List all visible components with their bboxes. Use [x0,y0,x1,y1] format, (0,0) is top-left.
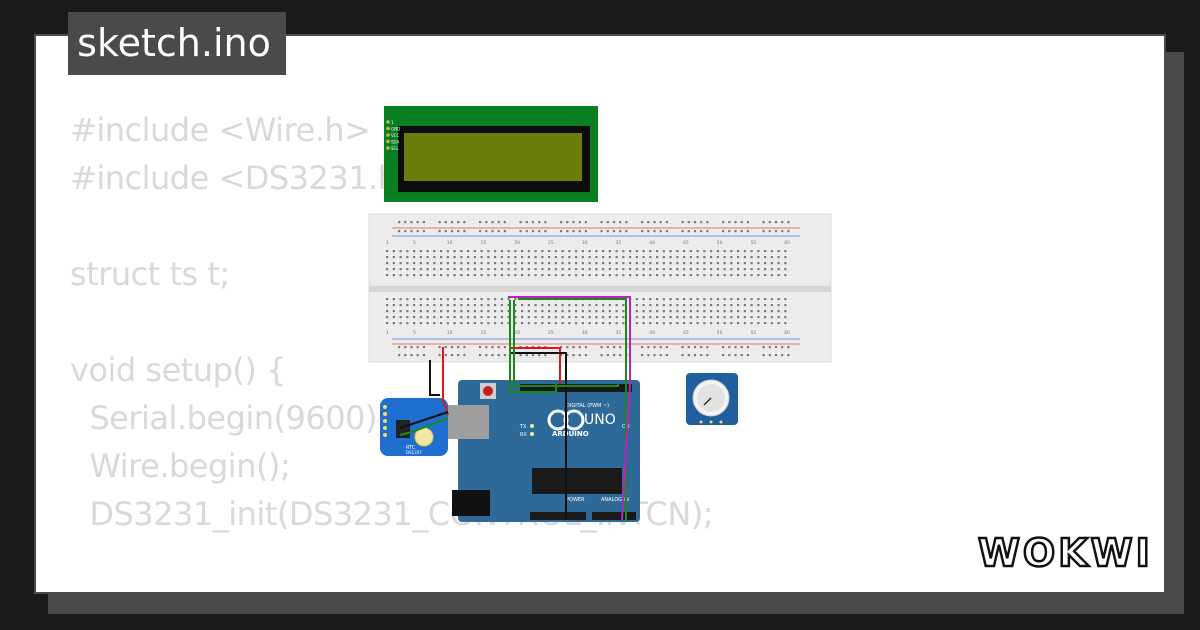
code-line: #include <Wire.h> [70,111,371,149]
wire-green-rtc [399,417,449,436]
code-line: t.hour=0; [70,591,239,592]
lcd-pin [386,133,390,137]
breadboard-column-number: 20 [514,240,520,246]
breadboard-column-number: 20 [514,330,520,336]
wire-black-rtc [429,360,440,396]
wire-red-rtc [442,347,449,416]
breadboard-column-number: 15 [481,240,487,246]
breadboard-column-number: 1 [386,330,389,336]
reset-button [483,386,493,396]
power-jack [452,490,490,516]
breadboard-column-number: 50 [717,330,723,336]
wokwi-logo: WOKWI [977,530,1150,574]
arduino-brand: ARDUINO [552,430,589,438]
breadboard-column-number: 25 [548,240,554,246]
breadboard-column-number: 30 [582,240,588,246]
wire-green-2 [513,300,619,387]
lcd-pin [386,139,390,144]
code-line: Wire.begin(); [70,447,291,485]
analog-header [592,512,636,520]
tx-label: TX [519,424,527,430]
breadboard-column-number: 45 [683,240,689,246]
code-preview: #include <Wire.h> #include <DS3231.h> st… [70,106,714,592]
lcd-pin [386,146,390,150]
code-line: Serial.begin(9600); [70,399,388,437]
rtc-module: RTC DS1307 [380,398,448,456]
wire-green-1 [509,300,557,393]
breadboard-column-number: 45 [683,330,689,336]
usb-port [447,405,489,439]
power-header [530,512,586,520]
breadboard: 1155101015152020252530303535404045455050… [368,213,832,363]
rx-label: RX [520,432,527,438]
arduino-uno: UNO ARDUINO DIGITAL (PWM ~) POWER ANALOG… [447,380,640,522]
breadboard-column-number: 10 [447,330,453,336]
breadboard-column-number: 30 [582,330,588,336]
wires [399,296,631,521]
analog-header-label: ANALOG IN [601,497,629,503]
breadboard-column-number: 1 [386,240,389,246]
breadboard-column-number: 55 [751,330,757,336]
breadboard-column-numbers: 1155101015152020252530303535404045455050… [386,240,790,336]
rtc-label: RTC [406,445,416,451]
breadboard-column-number: 35 [616,330,622,336]
lcd-pin-label: VCC [391,133,400,138]
breadboard-column-number: 10 [447,240,453,246]
lcd-pin-label: 1 [391,120,394,125]
breadboard-column-number: 5 [413,240,416,246]
wire-red-arduino [510,347,561,384]
breadboard-column-number: 40 [649,330,655,336]
potentiometer [686,373,738,425]
lcd-pin [386,120,390,124]
code-line: void setup() { [70,351,286,389]
wire-black-rtc-2 [399,411,449,429]
breadboard-center-gap [369,286,831,292]
wire-black-arduino [510,352,567,520]
breadboard-column-number: 40 [649,240,655,246]
digital-header [520,384,632,392]
breadboard-column-number: 15 [481,330,487,336]
microcontroller-chip [532,468,622,494]
rtc-chip [396,420,410,438]
breadboard-column-number: 60 [784,330,790,336]
lcd-screen [404,133,582,181]
breadboard-column-number: 60 [784,240,790,246]
lcd-pin [386,126,390,131]
breadboard-column-number: 50 [717,240,723,246]
arduino-model: UNO [584,412,616,428]
lcd-pin-label: GND [391,127,400,132]
lcd-pin-label: SDA [391,140,400,145]
breadboard-column-number: 55 [751,240,757,246]
lcd-pin-label: SCL [391,146,399,151]
wokwi-wordmark: WOKWI [978,531,1150,574]
breadboard-holes [386,221,790,357]
breadboard-column-number: 5 [413,330,416,336]
breadboard-column-number: 35 [616,240,622,246]
wire-magenta [508,296,631,521]
power-header-label: POWER [566,497,585,503]
rtc-model: DS1307 [406,450,422,455]
filename-tab: sketch.ino [68,12,286,75]
breadboard-column-number: 25 [548,330,554,336]
code-line: struct ts t; [70,255,230,293]
digital-header-label: DIGITAL (PWM ~) [566,403,609,409]
